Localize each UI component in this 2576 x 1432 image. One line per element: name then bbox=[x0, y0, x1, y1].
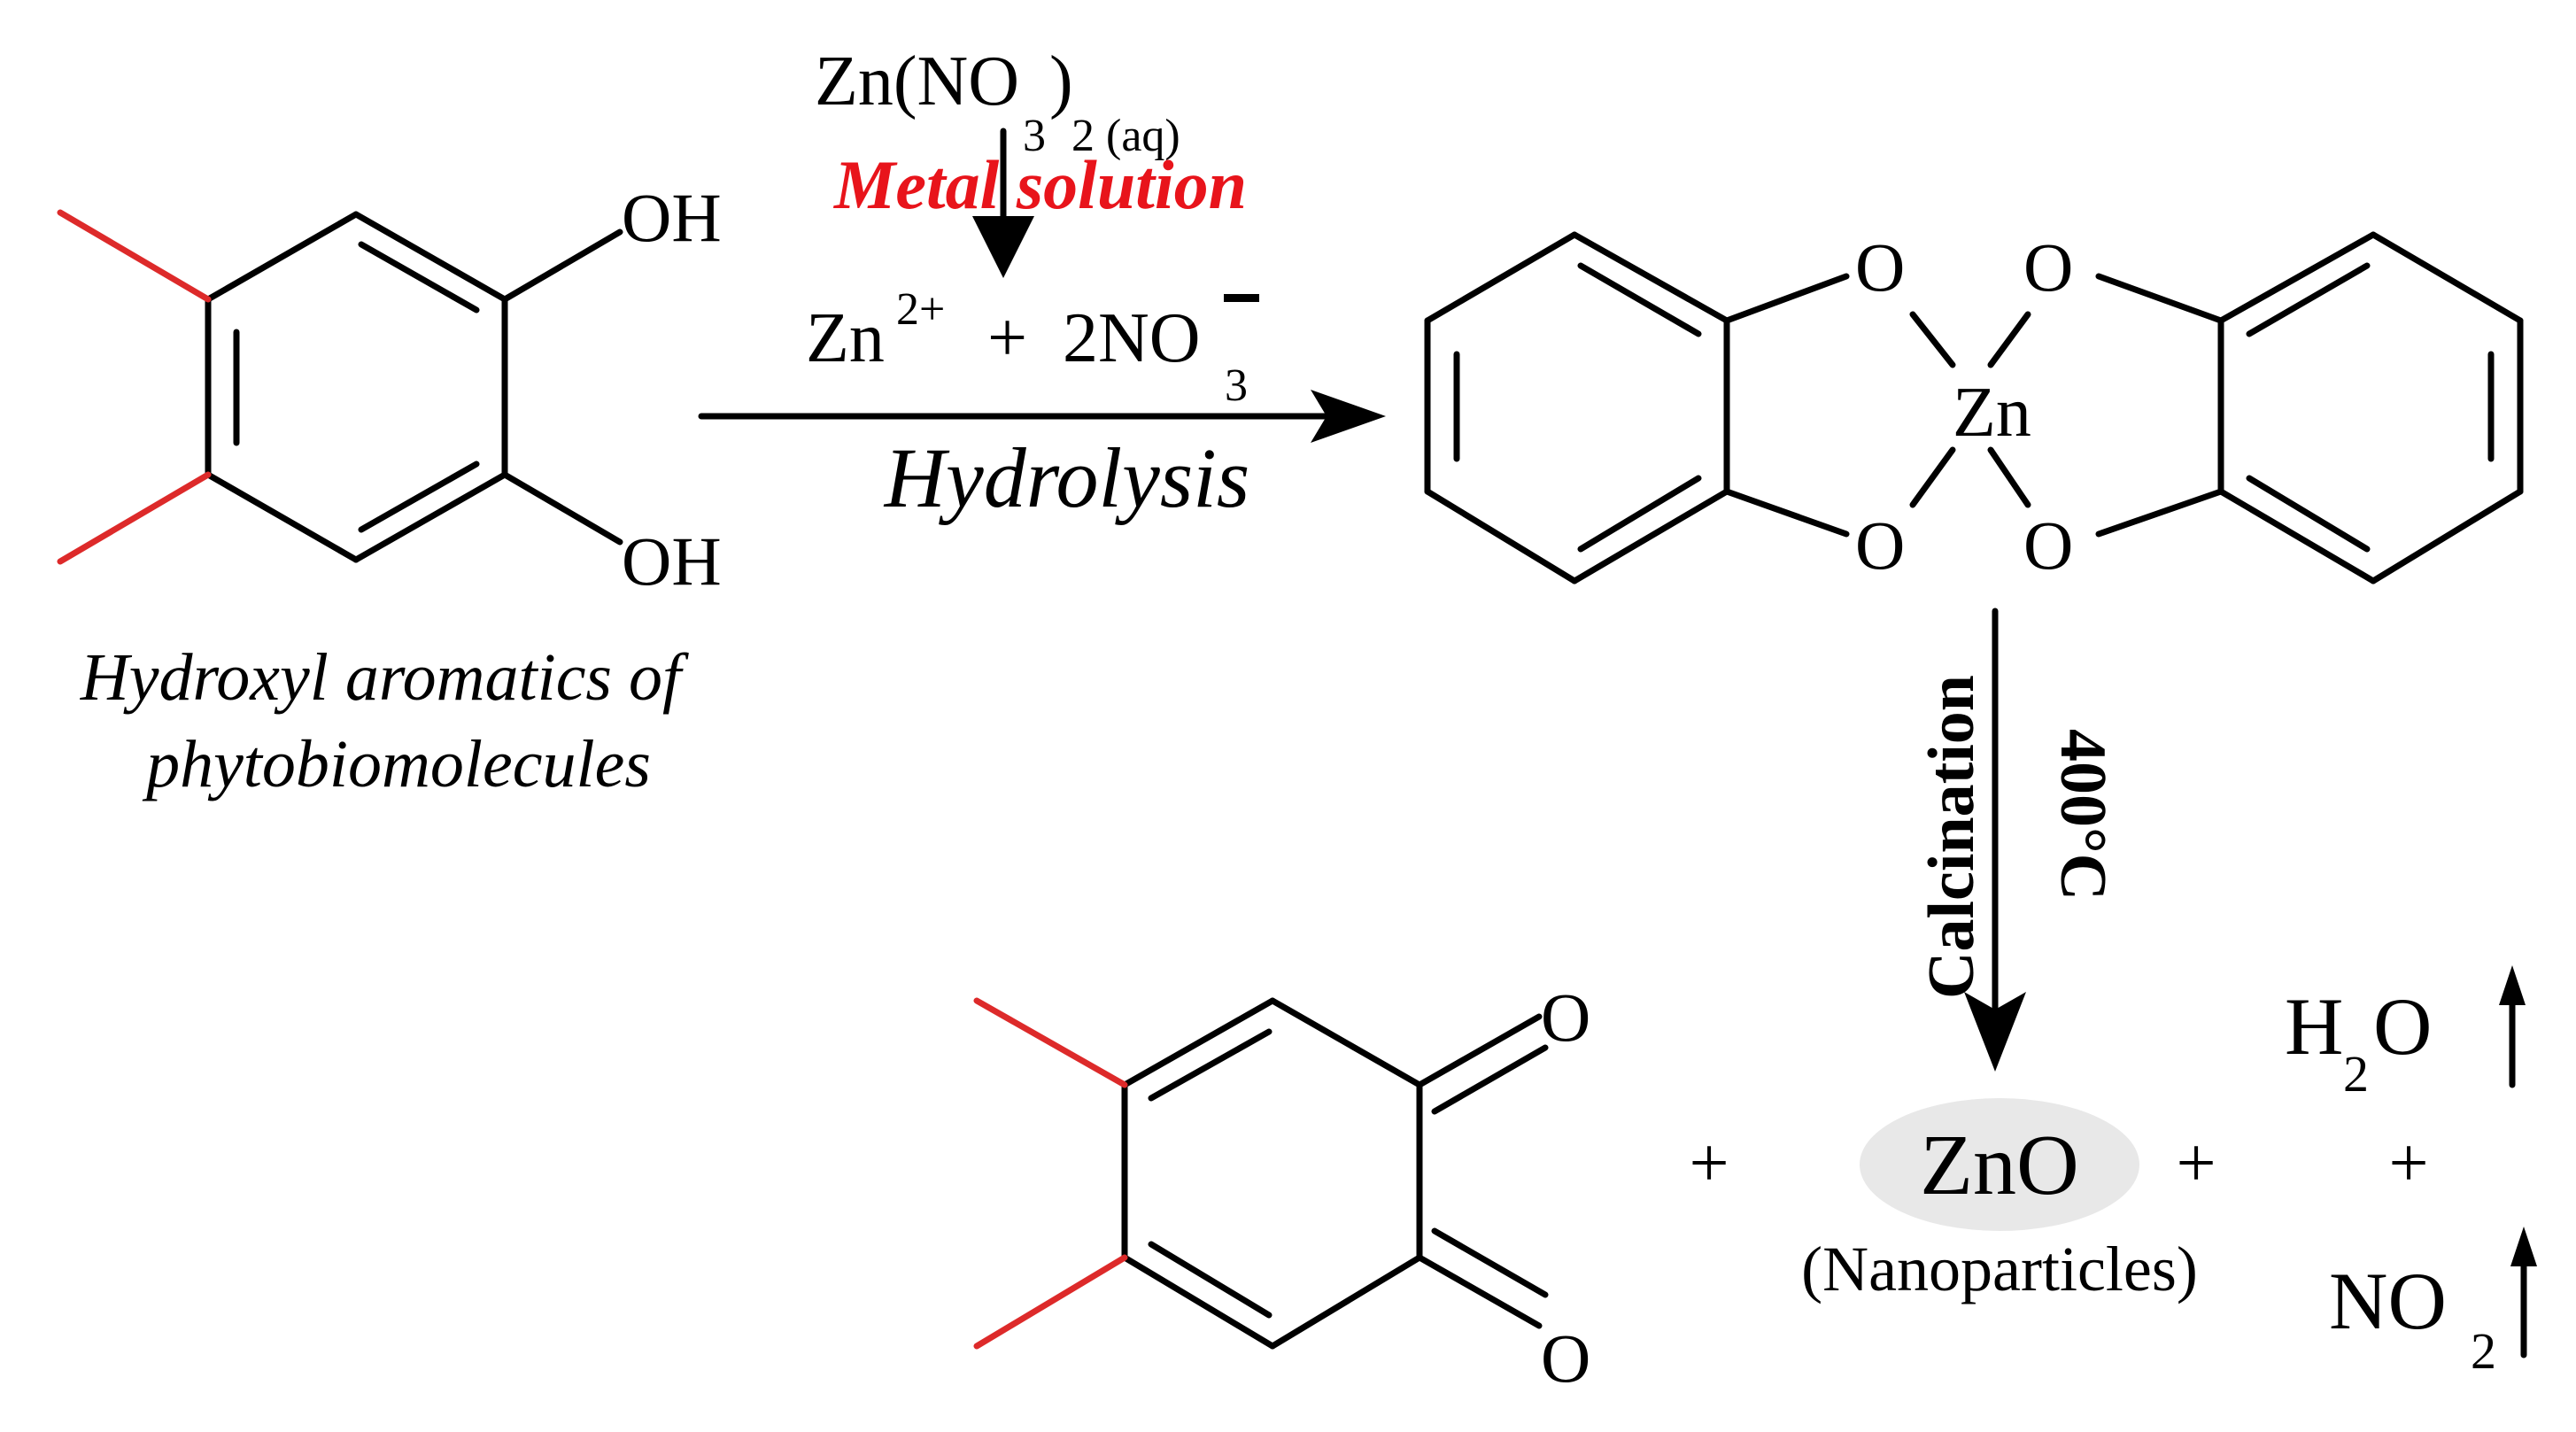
reagent-close-paren: ) bbox=[1049, 43, 1073, 120]
reagent-formula: Zn(NO 3 ) 2 (aq) bbox=[815, 43, 1180, 161]
quinone-methyl-top bbox=[973, 997, 1128, 1088]
complex-o-top-right: O bbox=[2023, 228, 2073, 306]
plus-1: + bbox=[1689, 1125, 1729, 1203]
nitrate-subscript: 3 bbox=[1225, 360, 1248, 411]
calcination-temperature: 400°C bbox=[2046, 729, 2119, 901]
water-product: H 2 O bbox=[2285, 965, 2526, 1103]
oh-bottom-label: OH bbox=[622, 522, 722, 600]
hydrolysis-label: Hydrolysis bbox=[883, 430, 1249, 525]
complex-o-bottom-right: O bbox=[2023, 507, 2073, 584]
reactant-caption-line1: Hydroxyl aromatics of bbox=[80, 640, 689, 715]
zno-caption: (Nanoparticles) bbox=[1801, 1234, 2198, 1304]
zno-highlight bbox=[1860, 1098, 2139, 1231]
complex-zn: Zn bbox=[1953, 374, 2031, 452]
plus-2: + bbox=[2176, 1125, 2216, 1203]
methyl-bond-top bbox=[57, 209, 212, 303]
water-gas-arrow-head bbox=[2499, 965, 2526, 1005]
zno-label: ZnO bbox=[1920, 1118, 2079, 1213]
no2-gas-arrow-head bbox=[2510, 1227, 2537, 1266]
quinone-methyl-bottom bbox=[973, 1254, 1128, 1350]
complex-o-bottom-left: O bbox=[1855, 507, 1905, 584]
ions-line: Zn 2+ + 2NO 3 bbox=[806, 284, 1259, 411]
oh-top-label: OH bbox=[622, 179, 722, 256]
nitrate-ion: 2NO bbox=[1063, 299, 1201, 377]
nitrogen-dioxide-product: NO 2 bbox=[2329, 1227, 2537, 1380]
reagent-formula-main: Zn(NO bbox=[815, 43, 1019, 120]
no2-subscript: 2 bbox=[2471, 1322, 2496, 1380]
water-subscript: 2 bbox=[2343, 1045, 2369, 1103]
ions-plus: + bbox=[987, 299, 1027, 377]
water-o: O bbox=[2373, 981, 2432, 1072]
quinone-o-bottom: O bbox=[1541, 1320, 1590, 1397]
calcination-label: Calcination bbox=[1915, 675, 1988, 999]
quinone-o-top: O bbox=[1541, 979, 1590, 1056]
reactant-molecule: OH OH bbox=[57, 179, 722, 600]
nitrate-charge-bar bbox=[1224, 294, 1259, 302]
no2-n-o: NO bbox=[2329, 1256, 2447, 1346]
zn-ion: Zn bbox=[806, 299, 885, 377]
hydrolysis-arrow-head bbox=[1311, 390, 1386, 443]
plus-3: + bbox=[2388, 1125, 2428, 1203]
reagent-subscript-aq: 2 (aq) bbox=[1071, 111, 1180, 161]
calcination-arrow-head bbox=[1964, 992, 2026, 1072]
quinone-product: O O bbox=[973, 979, 1590, 1397]
zinc-complex: O O Zn O O bbox=[1424, 228, 2524, 584]
zn-ion-charge: 2+ bbox=[896, 284, 945, 335]
methyl-bond-bottom bbox=[57, 471, 212, 565]
reagent-subscript-3: 3 bbox=[1023, 111, 1046, 161]
reactant-caption-line2: phytobiomolecules bbox=[142, 727, 651, 801]
complex-o-top-left: O bbox=[1855, 228, 1905, 306]
metal-solution-label: Metal solution bbox=[832, 146, 1247, 223]
water-h: H bbox=[2285, 981, 2343, 1072]
